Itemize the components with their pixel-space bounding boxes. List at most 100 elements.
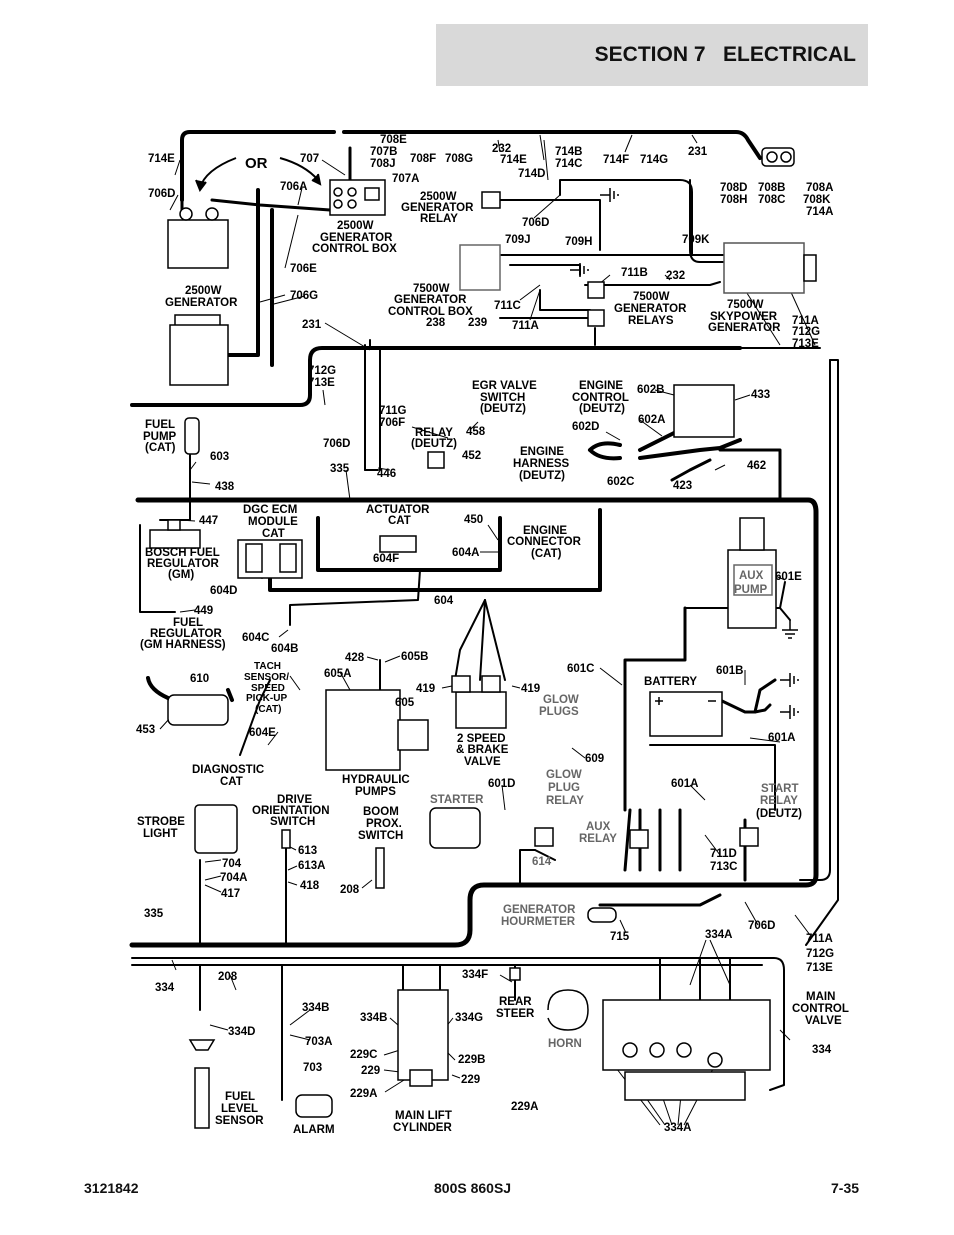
label: 238 <box>426 317 446 329</box>
label: BATTERY <box>644 676 697 688</box>
label: 604 <box>434 595 454 607</box>
two-speed-brake-valve <box>455 691 507 729</box>
label: 417 <box>221 888 240 900</box>
label: 334G <box>455 1012 483 1024</box>
label: 602B <box>637 384 665 396</box>
label: 7500W <box>633 291 670 303</box>
gen-control-box-2500w <box>329 179 386 216</box>
label: 604F <box>373 553 399 565</box>
label: 708H <box>720 194 748 206</box>
label: 428 <box>345 652 365 664</box>
label: 706D <box>748 920 776 932</box>
label: VALVE <box>464 756 501 768</box>
label: (GM) <box>168 569 194 581</box>
label: CAT <box>262 528 285 540</box>
label: 229 <box>461 1074 480 1086</box>
fuel-pump-cat <box>184 417 200 455</box>
label: 605 <box>395 697 415 709</box>
start-relay-deutz <box>739 827 759 847</box>
label: AUX <box>586 821 611 833</box>
label: 446 <box>377 468 396 480</box>
section-header: SECTION 7 ELECTRICAL <box>436 24 868 86</box>
label: 706D <box>522 217 550 229</box>
label: 714C <box>555 158 583 170</box>
label: GENERATOR <box>614 303 687 315</box>
strobe-light <box>194 804 238 854</box>
label: 208 <box>218 971 238 983</box>
label: 2500W <box>420 191 457 203</box>
label: SPEED <box>251 683 285 694</box>
hydraulic-pumps <box>325 689 401 771</box>
label: 708B <box>758 182 786 194</box>
label: RELAYS <box>628 315 674 327</box>
label: 229B <box>458 1054 486 1066</box>
main-lift-cylinder <box>397 989 449 1081</box>
label: 707A <box>392 173 420 185</box>
label: CYLINDER <box>393 1122 452 1134</box>
actuator-cat <box>379 535 417 553</box>
label: 419 <box>521 683 540 695</box>
page-number: 7-35 <box>831 1180 860 1196</box>
label: DGC ECM <box>243 504 297 516</box>
label: OR <box>245 155 268 172</box>
label: 453 <box>136 724 155 736</box>
drive-orientation-switch <box>281 829 291 849</box>
label: 601D <box>488 778 516 790</box>
label: 229A <box>511 1101 539 1113</box>
label: (DEUTZ) <box>756 808 802 820</box>
label: 712G <box>792 326 820 338</box>
label: GENERATOR <box>320 232 393 244</box>
label: 713E <box>308 377 335 389</box>
label: FUEL <box>173 617 203 629</box>
gen-relay-2500w <box>481 191 501 209</box>
label: 709K <box>682 234 710 246</box>
label: FUEL <box>145 419 175 431</box>
generator-2500w-body <box>167 219 229 269</box>
label: 605B <box>401 651 429 663</box>
label: 2 SPEED <box>457 733 506 745</box>
model-names: 800S 860SJ <box>434 1180 512 1196</box>
label: PUMP <box>734 584 768 596</box>
label: 714F <box>603 154 629 166</box>
label: 715 <box>610 931 630 943</box>
label: 419 <box>416 683 435 695</box>
label: ALARM <box>293 1124 335 1136</box>
label: 334D <box>228 1026 256 1038</box>
label: 604C <box>242 632 270 644</box>
label: 711A <box>792 315 819 327</box>
label: 714E <box>500 154 527 166</box>
label: CONNECTOR <box>507 536 582 548</box>
label: 604E <box>249 727 276 739</box>
starter <box>429 807 481 849</box>
label: REGULATOR <box>150 628 222 640</box>
label: STROBE <box>137 816 185 828</box>
label: 447 <box>199 515 218 527</box>
label: 232 <box>666 270 685 282</box>
label: 229A <box>350 1088 378 1100</box>
label: 713E <box>792 338 819 350</box>
label: 601B <box>716 665 744 677</box>
label: 708C <box>758 194 786 206</box>
label: RELAY <box>760 795 798 807</box>
label: 418 <box>300 880 320 892</box>
label: 714D <box>518 168 546 180</box>
label: 2500W <box>337 220 374 232</box>
label: MODULE <box>248 516 298 528</box>
label: 462 <box>747 460 766 472</box>
label: 601A <box>671 778 699 790</box>
label: 450 <box>464 514 483 526</box>
label: 208 <box>340 884 360 896</box>
label: 708E <box>380 134 407 146</box>
label: 458 <box>466 426 486 438</box>
label: REGULATOR <box>147 558 219 570</box>
label: ACTUATOR <box>366 504 430 516</box>
label: 713C <box>710 861 738 873</box>
label: VALVE <box>805 1015 842 1027</box>
gen-relay-7500w-b <box>587 309 605 327</box>
label: RELAY <box>546 795 584 807</box>
label: PLUG <box>548 782 580 794</box>
label: 334A <box>664 1122 692 1134</box>
label: 714B <box>555 146 583 158</box>
label: ORIENTATION <box>252 805 330 817</box>
